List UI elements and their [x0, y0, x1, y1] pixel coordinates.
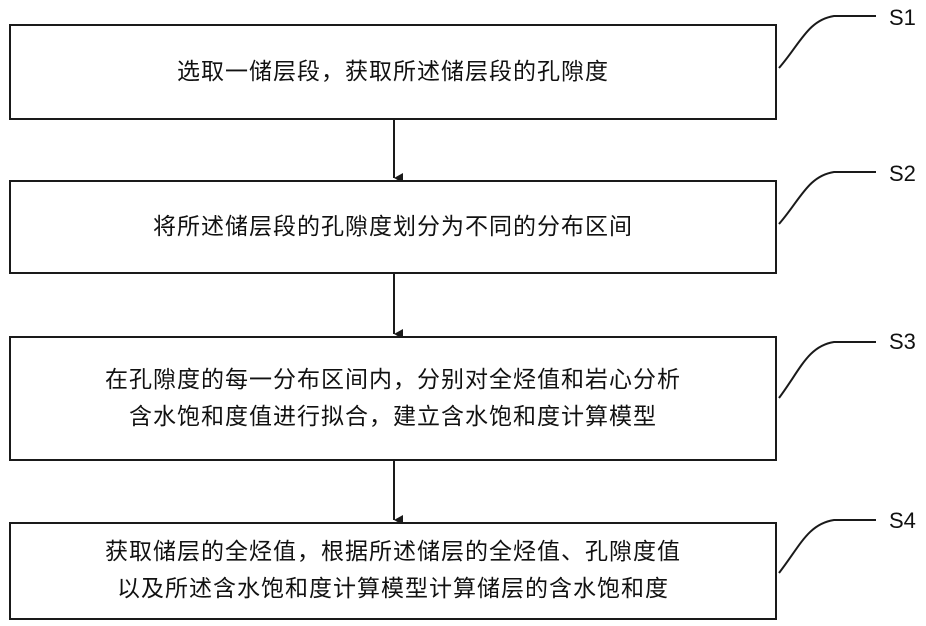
step-text-line: 在孔隙度的每一分布区间内，分别对全烃值和岩心分析: [105, 362, 681, 399]
step-box-s2: 将所述储层段的孔隙度划分为不同的分布区间: [9, 180, 777, 274]
leader-line-s2: [779, 172, 876, 224]
step-box-s3: 在孔隙度的每一分布区间内，分别对全烃值和岩心分析 含水饱和度值进行拟合，建立含水…: [9, 336, 777, 461]
step-text-line: 选取一储层段，获取所述储层段的孔隙度: [177, 54, 609, 91]
step-box-s1: 选取一储层段，获取所述储层段的孔隙度: [9, 24, 777, 120]
step-text-line: 以及所述含水饱和度计算模型计算储层的含水饱和度: [105, 571, 681, 608]
leader-line-s1: [779, 16, 876, 68]
step-label-s2: S2: [889, 163, 916, 185]
leader-line-s4: [779, 520, 876, 573]
step-label-s4: S4: [889, 510, 916, 532]
step-label-s1: S1: [889, 7, 916, 29]
step-text-line: 将所述储层段的孔隙度划分为不同的分布区间: [153, 209, 633, 246]
step-text-line: 含水饱和度值进行拟合，建立含水饱和度计算模型: [105, 399, 681, 436]
step-text-s4: 获取储层的全烃值，根据所述储层的全烃值、孔隙度值 以及所述含水饱和度计算模型计算…: [105, 534, 681, 608]
step-text-s3: 在孔隙度的每一分布区间内，分别对全烃值和岩心分析 含水饱和度值进行拟合，建立含水…: [105, 362, 681, 436]
step-text-s2: 将所述储层段的孔隙度划分为不同的分布区间: [153, 209, 633, 246]
step-label-s3: S3: [889, 331, 916, 353]
step-text-s1: 选取一储层段，获取所述储层段的孔隙度: [177, 54, 609, 91]
leader-line-s3: [779, 342, 876, 398]
step-text-line: 获取储层的全烃值，根据所述储层的全烃值、孔隙度值: [105, 534, 681, 571]
step-box-s4: 获取储层的全烃值，根据所述储层的全烃值、孔隙度值 以及所述含水饱和度计算模型计算…: [9, 522, 777, 620]
